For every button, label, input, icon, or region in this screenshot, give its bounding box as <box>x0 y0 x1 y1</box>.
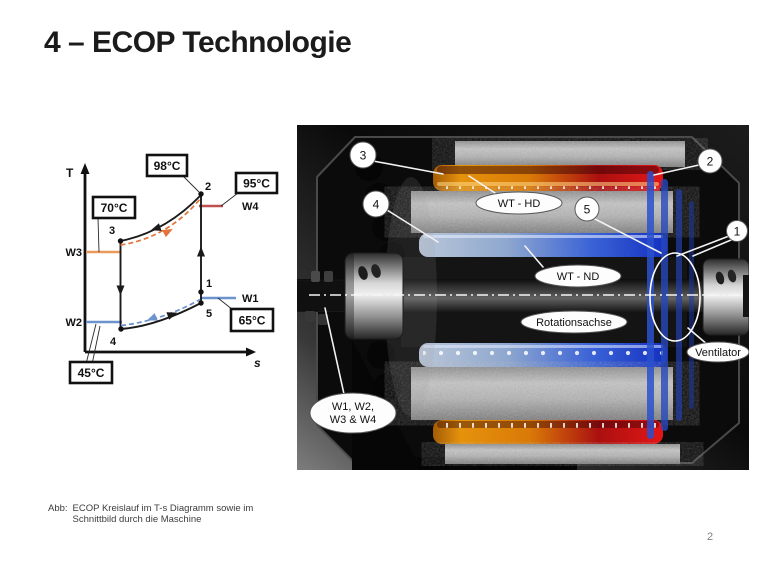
page-number: 2 <box>706 531 714 543</box>
callout-5: 5 <box>584 203 591 217</box>
ts-point-5: 5 <box>206 308 212 320</box>
ts-point-4: 4 <box>110 336 117 348</box>
right-shaft-assembly <box>702 258 749 336</box>
temp-45: 45°C <box>78 366 105 380</box>
figure-caption: Abb: ECOP Kreislauf im T-s Diagramm sowi… <box>48 503 253 525</box>
rotor-assembly <box>385 141 685 464</box>
ts-cycle <box>119 194 202 330</box>
label-wt-hd: WT - HD <box>498 198 541 210</box>
caption-text: ECOP Kreislauf im T-s Diagramm sowie im … <box>72 503 254 525</box>
label-wt-nd: WT - ND <box>557 271 600 283</box>
ts-box-connectors <box>86 175 239 363</box>
ts-s-axis-label: s <box>254 356 261 370</box>
callout-4: 4 <box>373 198 380 212</box>
temp-65: 65°C <box>239 314 266 328</box>
ts-point-1: 1 <box>206 278 212 290</box>
machine-callouts: 3 2 4 5 1 <box>349 141 748 242</box>
ts-w4-label: W4 <box>242 201 259 213</box>
slide-title: 4 – ECOP Technologie <box>44 26 352 59</box>
ts-temperature-boxes: 98°C 95°C 70°C 65°C 45°C <box>68 153 279 385</box>
left-shaft-assembly <box>297 252 404 340</box>
temp-70: 70°C <box>101 201 128 215</box>
ts-diagram: T s <box>66 153 279 385</box>
ts-cycle-arrows <box>116 223 205 321</box>
label-w-streams-line1: W1, W2, <box>332 401 374 413</box>
temp-95: 95°C <box>243 177 270 191</box>
ts-point-2: 2 <box>205 181 211 193</box>
ts-axes: T s <box>66 163 261 370</box>
motion-blur-left <box>385 177 437 417</box>
ts-t-axis-label: T <box>66 166 74 180</box>
ts-point-3: 3 <box>109 225 115 237</box>
callout-1: 1 <box>734 225 741 239</box>
callout-3: 3 <box>360 149 367 163</box>
temp-98: 98°C <box>154 159 181 173</box>
label-rotationsachse: Rotationsachse <box>536 317 612 329</box>
ventilator-outline <box>649 252 701 342</box>
label-ventilator: Ventilator <box>695 347 741 359</box>
caption-prefix: Abb: <box>48 503 68 514</box>
machine-callout-connectors <box>324 160 732 395</box>
ts-w3-label: W3 <box>66 247 83 259</box>
ts-w1-label: W1 <box>242 293 259 305</box>
ts-stream-lines <box>86 204 236 324</box>
ts-w2-label: W2 <box>66 317 83 329</box>
callout-2: 2 <box>707 155 714 169</box>
ts-stream-labels: W3 W2 W4 W1 <box>66 201 260 329</box>
machine-cutaway: 3 2 4 5 1 WT - HD WT - ND Rotationsachse… <box>297 125 749 470</box>
machine-oval-labels: WT - HD WT - ND Rotationsachse Ventilato… <box>309 191 749 434</box>
label-w-streams-line2: W3 & W4 <box>330 414 376 426</box>
ts-state-points: 2 3 1 5 4 <box>109 181 212 348</box>
